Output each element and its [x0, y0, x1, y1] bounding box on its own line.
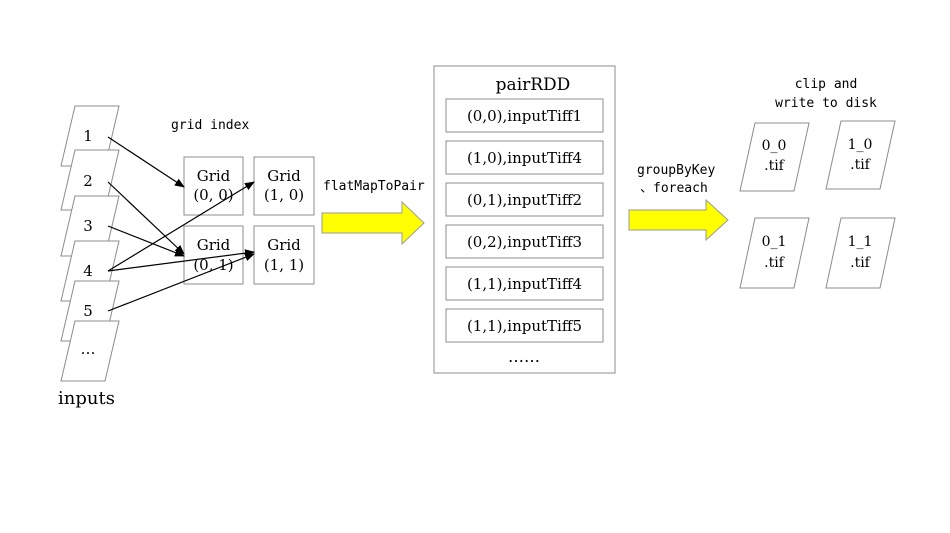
pair-rdd-row-text: (1,0),inputTiff4 — [467, 149, 582, 167]
map-arrow — [107, 181, 185, 255]
output-file: 0_0 .tif — [739, 122, 810, 192]
output-file-name: 0_1 — [762, 234, 787, 250]
grid-cell: Grid (1, 1) — [253, 225, 315, 285]
output-file-ext: .tif — [764, 255, 786, 271]
pair-rdd-row: (0,2),inputTiff3 — [445, 224, 604, 259]
map-arrow — [107, 181, 255, 272]
map-arrow — [107, 253, 255, 312]
output-file-name: 0_0 — [762, 138, 787, 154]
mapping-arrows — [107, 136, 255, 312]
flatmaptopair-arrow — [321, 200, 425, 246]
pair-rdd-panel: pairRDD (0,0),inputTiff1 (1,0),inputTiff… — [433, 65, 616, 374]
pair-rdd-title: pairRDD — [496, 75, 571, 95]
pair-rdd-row: (1,1),inputTiff4 — [445, 266, 604, 301]
output-file-name: 1_0 — [848, 137, 873, 153]
input-item: … — [60, 320, 120, 382]
pair-rdd-ellipsis: …… — [508, 347, 540, 366]
groupbykey-arrow — [628, 198, 729, 242]
input-label: 3 — [83, 217, 93, 235]
map-arrow — [107, 136, 185, 188]
pair-rdd-row-text: (1,1),inputTiff5 — [467, 317, 582, 335]
groupbykey-label: groupByKey — [637, 163, 715, 178]
map-arrow — [107, 249, 255, 272]
pair-rdd-row: (1,0),inputTiff4 — [445, 140, 604, 175]
grid-cell-label: Grid — [197, 236, 231, 254]
pair-rdd-row: (0,0),inputTiff1 — [445, 98, 604, 133]
output-file-name: 1_1 — [848, 234, 873, 250]
input-label: 5 — [83, 302, 93, 320]
inputs-caption: inputs — [58, 388, 115, 409]
inputs-stack: 1 2 3 4 5 … inputs — [58, 105, 120, 409]
pair-rdd-row-text: (0,1),inputTiff2 — [467, 191, 582, 209]
grid-cell-label: Grid — [267, 167, 301, 185]
grid-cell-coord: (1, 1) — [264, 256, 304, 274]
grid-cell-label: Grid — [267, 236, 301, 254]
output-file-ext: .tif — [850, 157, 872, 173]
grid-cell-coord: (0, 0) — [193, 186, 233, 204]
grid-cell-coord: (0, 1) — [193, 256, 233, 274]
grid-cell: Grid (0, 1) — [183, 225, 244, 285]
pair-rdd-row-text: (1,1),inputTiff4 — [467, 275, 582, 293]
flatmaptopair-label: flatMapToPair — [323, 179, 425, 194]
grid-cell-label: Grid — [197, 167, 231, 185]
output-title-line2: write to disk — [775, 96, 877, 111]
input-label: … — [81, 340, 96, 358]
grid-index-title: grid index — [171, 118, 249, 133]
output-file: 1_1 .tif — [825, 217, 896, 289]
input-label: 2 — [83, 172, 93, 190]
output-file-ext: .tif — [764, 158, 786, 174]
pair-rdd-row-text: (0,0),inputTiff1 — [467, 107, 582, 125]
output-file-ext: .tif — [850, 255, 872, 271]
pair-rdd-row: (0,1),inputTiff2 — [445, 182, 604, 217]
grid-cell: Grid (0, 0) — [183, 156, 244, 216]
input-label: 1 — [83, 127, 93, 145]
output-file: 0_1 .tif — [739, 217, 810, 289]
pair-rdd-row-text: (0,2),inputTiff3 — [467, 233, 582, 251]
map-arrow — [107, 225, 185, 257]
foreach-label: 、foreach — [640, 181, 708, 196]
pair-rdd-row: (1,1),inputTiff5 — [445, 308, 604, 343]
grid-cell: Grid (1, 0) — [253, 156, 315, 216]
grid-cell-coord: (1, 0) — [264, 186, 304, 204]
output-title-line1: clip and — [795, 77, 858, 92]
output-file: 1_0 .tif — [825, 120, 896, 190]
input-label: 4 — [83, 262, 93, 280]
